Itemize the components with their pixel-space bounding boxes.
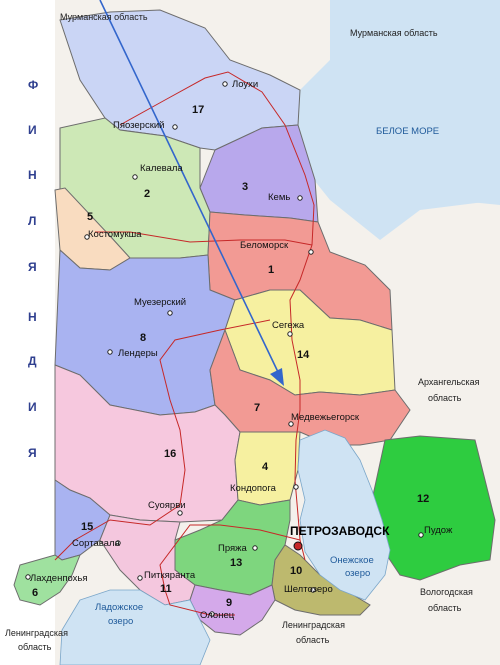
finland-letter-7: Д	[28, 354, 37, 368]
city-label-lakhdenpokhya: Лахденпохья	[30, 573, 88, 584]
city-label-pryazha: Пряжа	[218, 543, 248, 554]
region-number-11: 11	[160, 583, 172, 595]
neighbor-leningrad-line2: область	[296, 635, 330, 645]
country-label-finland: Ф И Н Л Я Н Д И Я	[28, 78, 38, 460]
ladoga-lake-label-line1: Ладожское	[95, 602, 143, 613]
capital-label: ПЕТРОЗАВОДСК	[290, 524, 390, 538]
neighbor-vologda-line2: область	[428, 603, 462, 613]
onega-lake-label-line2: озеро	[345, 568, 370, 579]
region-number-6: 6	[32, 587, 38, 599]
region-number-14: 14	[297, 349, 310, 361]
west-strip	[0, 0, 55, 665]
city-label-segezha: Сегежа	[272, 320, 305, 331]
railway-line-west	[54, 319, 271, 561]
city-marker-lendery	[107, 349, 113, 355]
region-number-4: 4	[262, 461, 269, 473]
city-label-loukhi: Лоухи	[232, 79, 258, 90]
city-label-muezersky: Муезерский	[134, 297, 186, 308]
city-label-medvezhyegorsk: Медвежьегорск	[291, 412, 360, 423]
neighbor-arkhangelsk-line1: Архангельская	[418, 377, 480, 387]
city-label-pudozh: Пудож	[424, 525, 453, 536]
city-label-pyaozersky: Пяозерский	[113, 120, 165, 131]
finland-letter-8: И	[28, 400, 37, 414]
region-number-17: 17	[192, 104, 204, 116]
city-marker-muezersky	[167, 310, 173, 316]
region-number-3: 3	[242, 181, 248, 193]
railway-line-north	[119, 71, 315, 246]
city-marker-lakhdenpokhya	[25, 574, 31, 580]
city-marker-sortavala	[115, 540, 121, 546]
city-marker-suoyarvi	[177, 510, 183, 516]
city-label-kem: Кемь	[268, 192, 290, 203]
finland-letter-2: И	[28, 123, 37, 137]
city-label-suoyarvi: Суоярви	[148, 500, 186, 511]
city-label-olonets: Олонец	[200, 610, 235, 621]
finland-letter-4: Л	[28, 214, 36, 228]
region-number-13: 13	[230, 557, 242, 569]
city-marker-olonets	[209, 611, 215, 617]
ladoga-lake	[59, 589, 211, 665]
white-sea	[300, 55, 500, 235]
region-number-9: 9	[226, 597, 232, 609]
neighbor-murmansk-right: Мурманская область	[350, 28, 438, 38]
neighbor-leningrad-left-line1: Ленинградская	[5, 628, 68, 638]
white-sea-label: БЕЛОЕ МОРЕ	[376, 126, 439, 137]
finland-letter-5: Я	[28, 260, 37, 274]
city-marker-kondopoga	[293, 484, 299, 490]
region-6[interactable]	[13, 554, 81, 606]
city-marker-pudozh	[418, 532, 424, 538]
city-label-kostomuksha: Костомукша	[88, 229, 142, 240]
arrow-line	[99, 0, 279, 373]
neighbor-arkhangelsk-line2: область	[428, 393, 462, 403]
city-marker-pitkyaranta	[137, 575, 143, 581]
finland-letter-3: Н	[28, 168, 37, 182]
onega-lake-label-line1: Онежское	[330, 555, 374, 566]
city-label-sortavala: Сортавала	[72, 538, 121, 549]
region-number-10: 10	[290, 565, 302, 577]
city-label-belomorsk: Беломорск	[240, 240, 289, 251]
city-marker-pryazha	[252, 545, 258, 551]
city-label-kalevala: Калевала	[140, 163, 183, 174]
city-label-sheltozero: Шелтозеро	[284, 584, 333, 595]
onega-lake	[297, 429, 391, 601]
city-marker-kostomuksha	[84, 234, 90, 240]
finland-letter-9: Я	[28, 446, 37, 460]
city-marker-pyaozersky	[172, 124, 178, 130]
neighbor-leningrad-line1: Ленинградская	[282, 620, 345, 630]
railway-line-ladoga	[159, 524, 301, 616]
region-number-1: 1	[268, 264, 274, 276]
arrow-head	[270, 368, 284, 386]
city-marker-belomorsk	[308, 249, 314, 255]
neighbor-vologda-line1: Вологодская	[420, 587, 473, 597]
region-number-8: 8	[140, 332, 146, 344]
region-number-2: 2	[144, 188, 150, 200]
region-number-15: 15	[81, 521, 93, 533]
railway-line-south	[289, 244, 313, 561]
neighbor-murmansk-left: Мурманская область	[60, 12, 148, 22]
region-number-16: 16	[164, 448, 176, 460]
region-number-12: 12	[417, 493, 429, 505]
city-marker-kalevala	[132, 174, 138, 180]
ladoga-lake-label-line2: озеро	[108, 616, 133, 627]
finland-letter-6: Н	[28, 310, 37, 324]
city-marker-kem	[297, 195, 303, 201]
finland-letter-1: Ф	[28, 78, 38, 92]
city-marker-segezha	[287, 331, 293, 337]
city-marker-loukhi	[222, 81, 228, 87]
city-marker-medvezhyegorsk	[288, 421, 294, 427]
city-label-kondopoga: Кондопога	[230, 483, 277, 494]
region-number-7: 7	[254, 402, 260, 414]
city-marker-sheltozero	[310, 587, 316, 593]
neighbor-leningrad-left-line2: область	[18, 642, 52, 652]
region-number-5: 5	[87, 211, 93, 223]
city-label-pitkyaranta: Питкяранта	[144, 570, 196, 581]
capital-marker	[293, 541, 303, 551]
city-label-lendery: Лендеры	[118, 348, 158, 359]
region-12[interactable]	[371, 435, 496, 581]
